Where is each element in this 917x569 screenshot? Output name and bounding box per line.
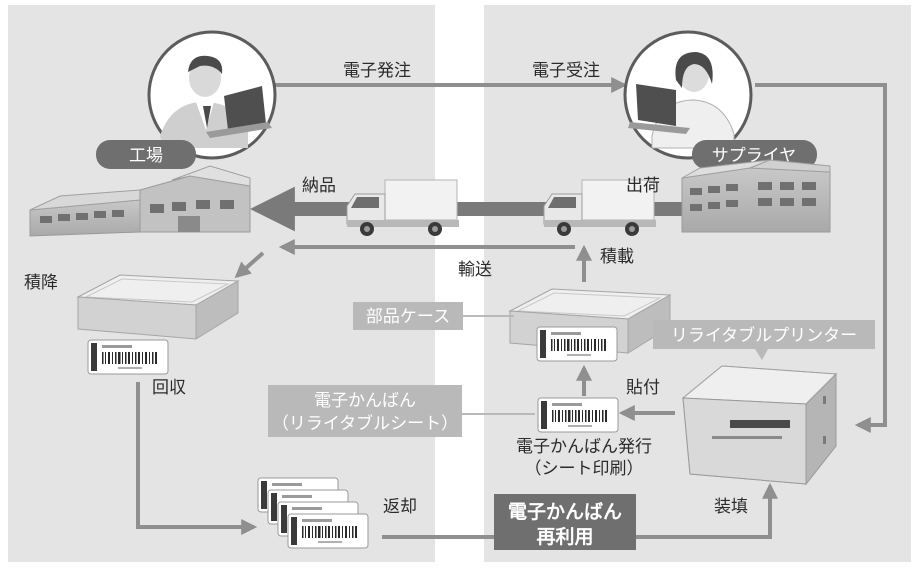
factory-badge (96, 140, 196, 169)
attach-label: 貼付 (626, 378, 660, 398)
order-to-printer-arrow (755, 83, 887, 433)
factory-label: 工場 (129, 146, 163, 166)
return-label: 返却 (383, 497, 417, 517)
collect-label: 回収 (152, 378, 186, 398)
ekanban-sub-label: （リライタブルシート） (272, 413, 458, 434)
parts-case-callout (353, 302, 463, 330)
factory-building-icon (29, 165, 251, 237)
order-label: 電子発注 (343, 61, 411, 81)
reuse-box (494, 494, 636, 550)
issue-label: 電子かんばん発行 (516, 437, 652, 457)
delivery-label: 納品 (302, 176, 336, 196)
reuse-label: 電子かんばん (508, 501, 622, 523)
unloading-label: 積降 (24, 273, 58, 293)
load-sheet-label: 装填 (714, 497, 748, 517)
reuse-sub-label: 再利用 (536, 526, 593, 548)
receive-order-label: 電子受注 (532, 61, 600, 81)
barcode-sheet-icon (287, 513, 369, 549)
ekanban-label: 電子かんばん (314, 391, 416, 411)
woman-at-laptop-icon (623, 30, 753, 160)
unload-arrow (234, 251, 265, 279)
printer-callout (653, 320, 875, 349)
printer-callout-pointer (755, 349, 768, 360)
barcode-sheet-icon (536, 326, 618, 362)
barcode-sheet-icon (537, 397, 619, 433)
parts-case-label: 部品ケース (366, 307, 450, 327)
shipment-label: 出荷 (626, 176, 660, 196)
ekanban-callout (268, 385, 462, 437)
transport-label: 輸送 (458, 260, 492, 280)
barcode-sheet-icon (87, 339, 169, 375)
issue-sub-label: （シート印刷） (525, 459, 644, 479)
man-at-laptop-icon (147, 30, 277, 160)
supplier-building-icon (681, 159, 831, 233)
collect-arrow (136, 382, 258, 535)
printer-label: リライタブルプリンター (671, 325, 857, 346)
rewritable-printer-icon (681, 365, 838, 486)
loading-label: 積載 (600, 247, 634, 267)
